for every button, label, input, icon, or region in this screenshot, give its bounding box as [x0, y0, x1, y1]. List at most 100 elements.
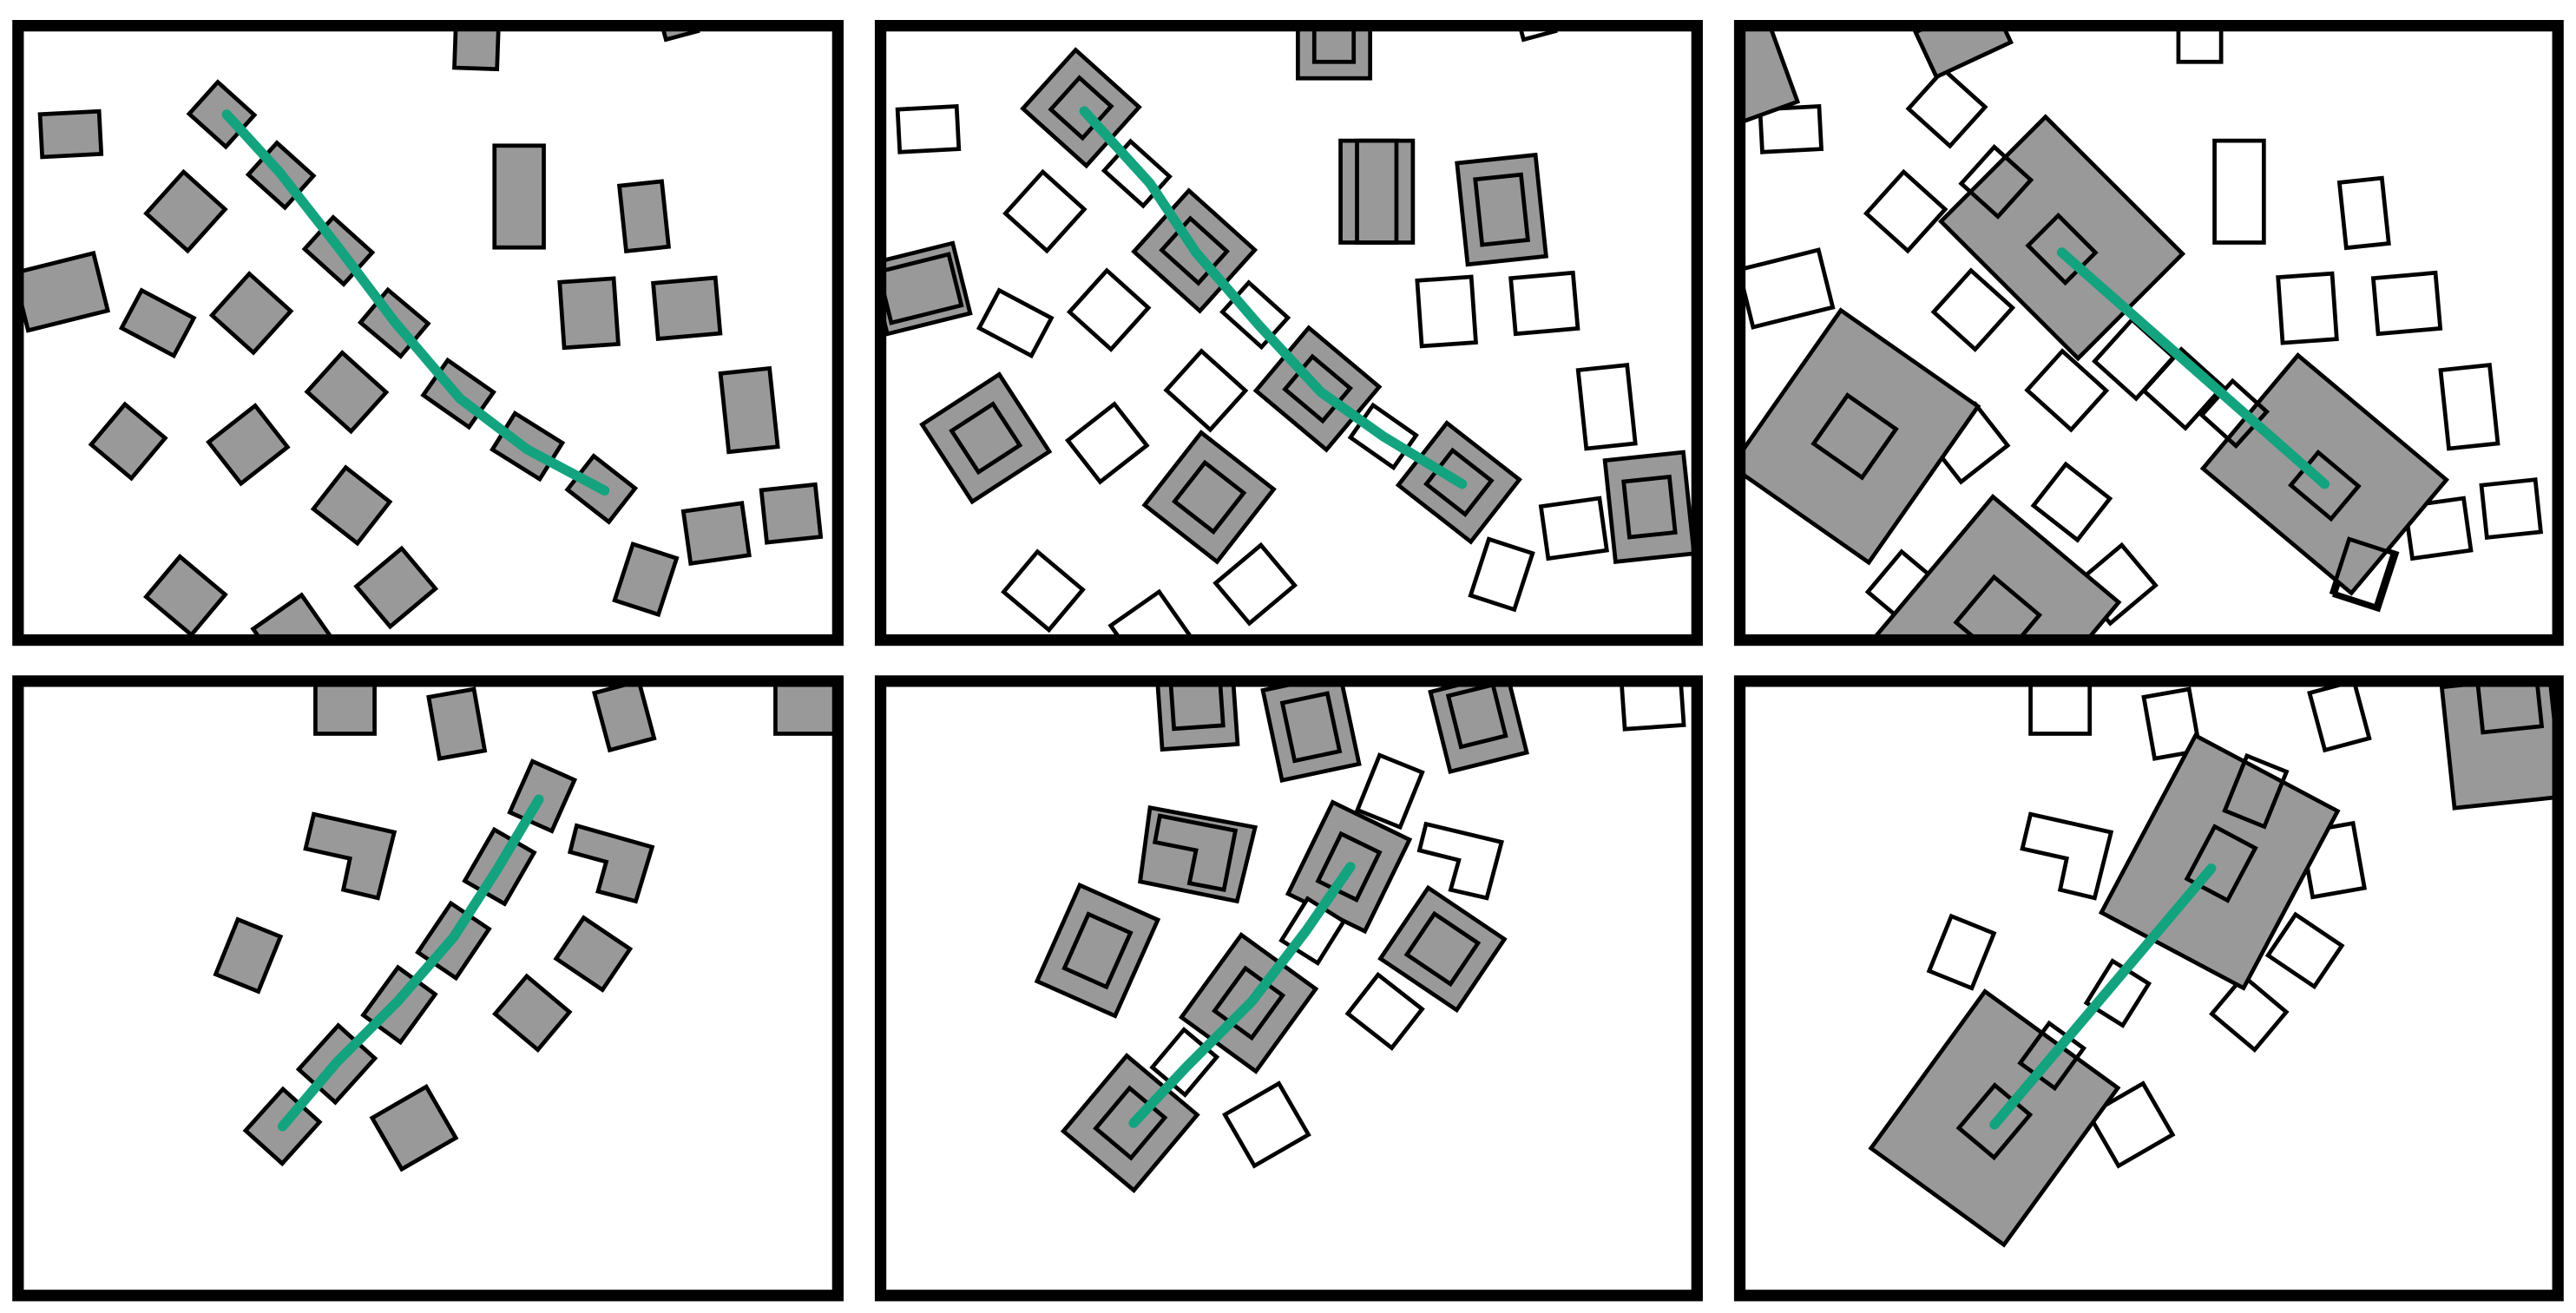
building — [616, 179, 672, 254]
building — [2030, 461, 2113, 543]
building — [313, 680, 377, 736]
building — [1905, 66, 1988, 149]
aggregate-group — [880, 25, 1697, 565]
building — [118, 287, 197, 359]
building — [304, 350, 390, 435]
building-inner — [1473, 172, 1530, 247]
building — [1212, 542, 1298, 627]
road-path — [277, 794, 544, 1132]
empty-building-group — [1926, 680, 2372, 1169]
building-inner — [1061, 911, 1134, 990]
building — [718, 365, 780, 455]
building — [1064, 401, 1150, 485]
building — [1107, 588, 1193, 640]
building — [452, 25, 501, 72]
building — [919, 371, 1053, 505]
building — [1602, 450, 1697, 564]
building — [1926, 913, 1997, 991]
building-inner — [1958, 144, 2034, 220]
building — [1415, 274, 1478, 349]
building — [1001, 548, 1086, 634]
building — [1221, 1080, 1311, 1169]
building — [1338, 138, 1416, 245]
panel-bottom-right — [1868, 680, 2559, 1248]
building — [37, 108, 104, 160]
frame-top-right — [1733, 20, 2564, 647]
l-shaped-building — [1416, 821, 1504, 901]
building — [17, 250, 111, 333]
building — [426, 686, 488, 761]
road-path — [1128, 862, 1356, 1128]
building — [2140, 346, 2226, 431]
building — [310, 464, 393, 547]
panel-bottom-middle — [1034, 680, 1686, 1193]
building — [492, 973, 573, 1054]
building-inner — [2083, 958, 2152, 1028]
building — [88, 401, 168, 482]
frame-bottom-right — [1733, 675, 2564, 1302]
building — [2141, 686, 2203, 761]
building — [1455, 152, 1548, 267]
building — [1002, 168, 1088, 254]
building — [250, 592, 335, 640]
building — [1575, 363, 1638, 451]
building — [2438, 363, 2500, 451]
building-inner — [2222, 752, 2290, 830]
building-group — [213, 680, 837, 1172]
building — [591, 680, 657, 753]
road-path — [2056, 247, 2330, 489]
frame-bottom-left — [12, 675, 844, 1302]
building — [1344, 971, 1425, 1051]
building — [2276, 271, 2339, 345]
building — [1141, 430, 1277, 565]
building — [2212, 138, 2266, 245]
building — [2264, 911, 2345, 990]
building — [2307, 680, 2372, 753]
building — [680, 501, 752, 566]
building — [2439, 680, 2559, 811]
building — [1937, 114, 2186, 362]
building — [492, 143, 546, 250]
building — [2028, 680, 2093, 736]
building — [1034, 882, 1161, 1019]
building-inner — [1171, 459, 1247, 535]
building — [1863, 168, 1948, 254]
building — [1930, 267, 2016, 352]
building — [1468, 536, 1535, 613]
l-shaped-building — [567, 823, 655, 904]
building — [612, 541, 680, 618]
building — [1508, 270, 1580, 337]
building — [2209, 973, 2290, 1054]
building — [206, 403, 291, 487]
building — [142, 554, 228, 638]
building — [1377, 884, 1508, 1014]
building — [651, 275, 723, 341]
building — [773, 680, 837, 736]
frame-top-middle — [874, 20, 1703, 647]
building-inner — [1621, 474, 1678, 540]
building-inner — [1311, 25, 1357, 64]
building — [2479, 477, 2544, 541]
panel-top-left — [17, 25, 824, 640]
building — [2336, 175, 2391, 251]
building-inner — [1445, 682, 1508, 750]
building — [895, 104, 962, 154]
building — [1066, 267, 1152, 352]
road-path — [1989, 863, 2217, 1130]
building — [1739, 307, 1981, 566]
building-inner — [1810, 392, 1899, 481]
l-shaped-building — [2020, 811, 2114, 901]
building — [1538, 496, 1609, 561]
building — [1739, 247, 1836, 330]
building — [976, 287, 1055, 359]
panel-frames — [12, 20, 2564, 1302]
building-inner — [2475, 680, 2545, 735]
building — [557, 276, 621, 351]
building — [1758, 104, 1824, 154]
building — [369, 1084, 459, 1172]
building — [2024, 348, 2110, 433]
building — [353, 545, 439, 630]
building-inner — [949, 401, 1023, 476]
panel-top-right — [1739, 25, 2544, 640]
building — [1354, 752, 1425, 830]
